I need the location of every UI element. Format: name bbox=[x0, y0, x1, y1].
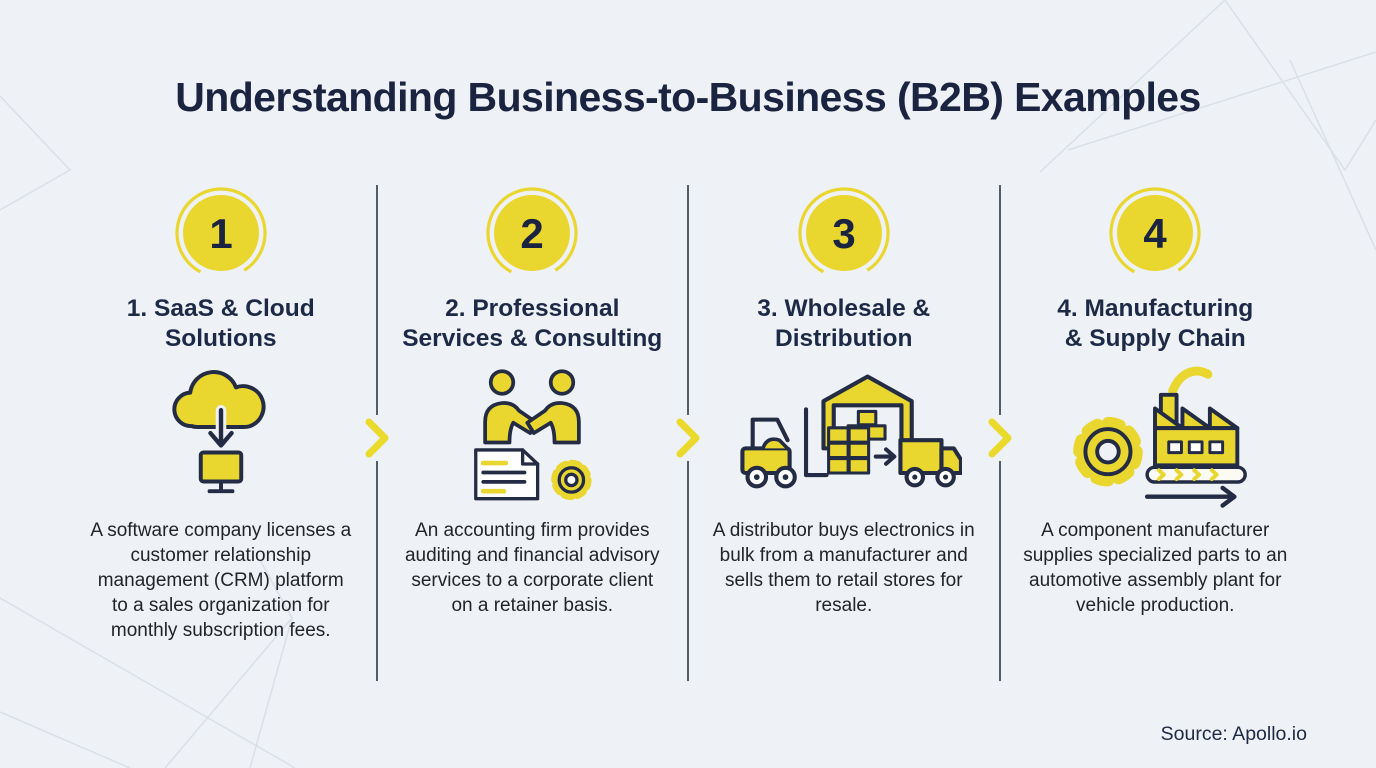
handshake-document-gear-icon bbox=[474, 369, 592, 501]
divider-line-2 bbox=[671, 185, 705, 681]
column-3-heading: 3. Wholesale & Distribution bbox=[757, 295, 931, 352]
divider-line-1 bbox=[359, 185, 394, 681]
step-1-number: 1 bbox=[209, 210, 232, 257]
step-3-number-badge: 3 bbox=[798, 187, 890, 279]
column-3-description: A distributor buys electronics in bulk f… bbox=[712, 520, 975, 617]
column-saas-cloud: 1 1. SaaS & Cloud Solutions bbox=[66, 185, 376, 681]
column-manufacturing-supply-chain: 4 4. Manufacturing & Supply Chain bbox=[1001, 185, 1311, 681]
column-4-heading: 4. Manufacturing & Supply Chain bbox=[1057, 295, 1254, 352]
step-1-number-badge: 1 bbox=[175, 187, 267, 279]
chevron-right-icon bbox=[365, 418, 388, 458]
chevron-right-icon bbox=[988, 418, 1011, 458]
step-4-number-badge: 4 bbox=[1109, 187, 1201, 279]
step-3-number: 3 bbox=[832, 210, 855, 257]
page-title: Understanding Business-to-Business (B2B)… bbox=[175, 74, 1201, 120]
columns-row: 1 1. SaaS & Cloud Solutions bbox=[66, 185, 1310, 681]
step-4-number: 4 bbox=[1144, 210, 1168, 257]
column-professional-services: 2 2. Professional Services & Consulting bbox=[378, 185, 688, 681]
column-1-description: A software company licenses a customer r… bbox=[90, 520, 352, 642]
chevron-right-icon bbox=[676, 418, 700, 458]
cloud-download-monitor-icon bbox=[172, 370, 266, 494]
source-credit: Source: Apollo.io bbox=[1160, 723, 1307, 745]
column-4-description: A component manufacturer supplies specia… bbox=[1023, 520, 1288, 617]
gear-factory-conveyor-icon bbox=[1073, 366, 1248, 508]
column-2-description: An accounting firm provides auditing and… bbox=[404, 520, 660, 617]
column-1-heading: 1. SaaS & Cloud Solutions bbox=[126, 295, 315, 352]
divider-line-3 bbox=[982, 185, 1017, 681]
column-2-heading: 2. Professional Services & Consulting bbox=[402, 295, 663, 352]
column-wholesale-distribution: 3 3. Wholesale & Distribution bbox=[689, 185, 999, 681]
step-2-number: 2 bbox=[521, 210, 544, 257]
forklift-warehouse-truck-icon bbox=[740, 374, 962, 489]
step-2-number-badge: 2 bbox=[486, 187, 578, 279]
